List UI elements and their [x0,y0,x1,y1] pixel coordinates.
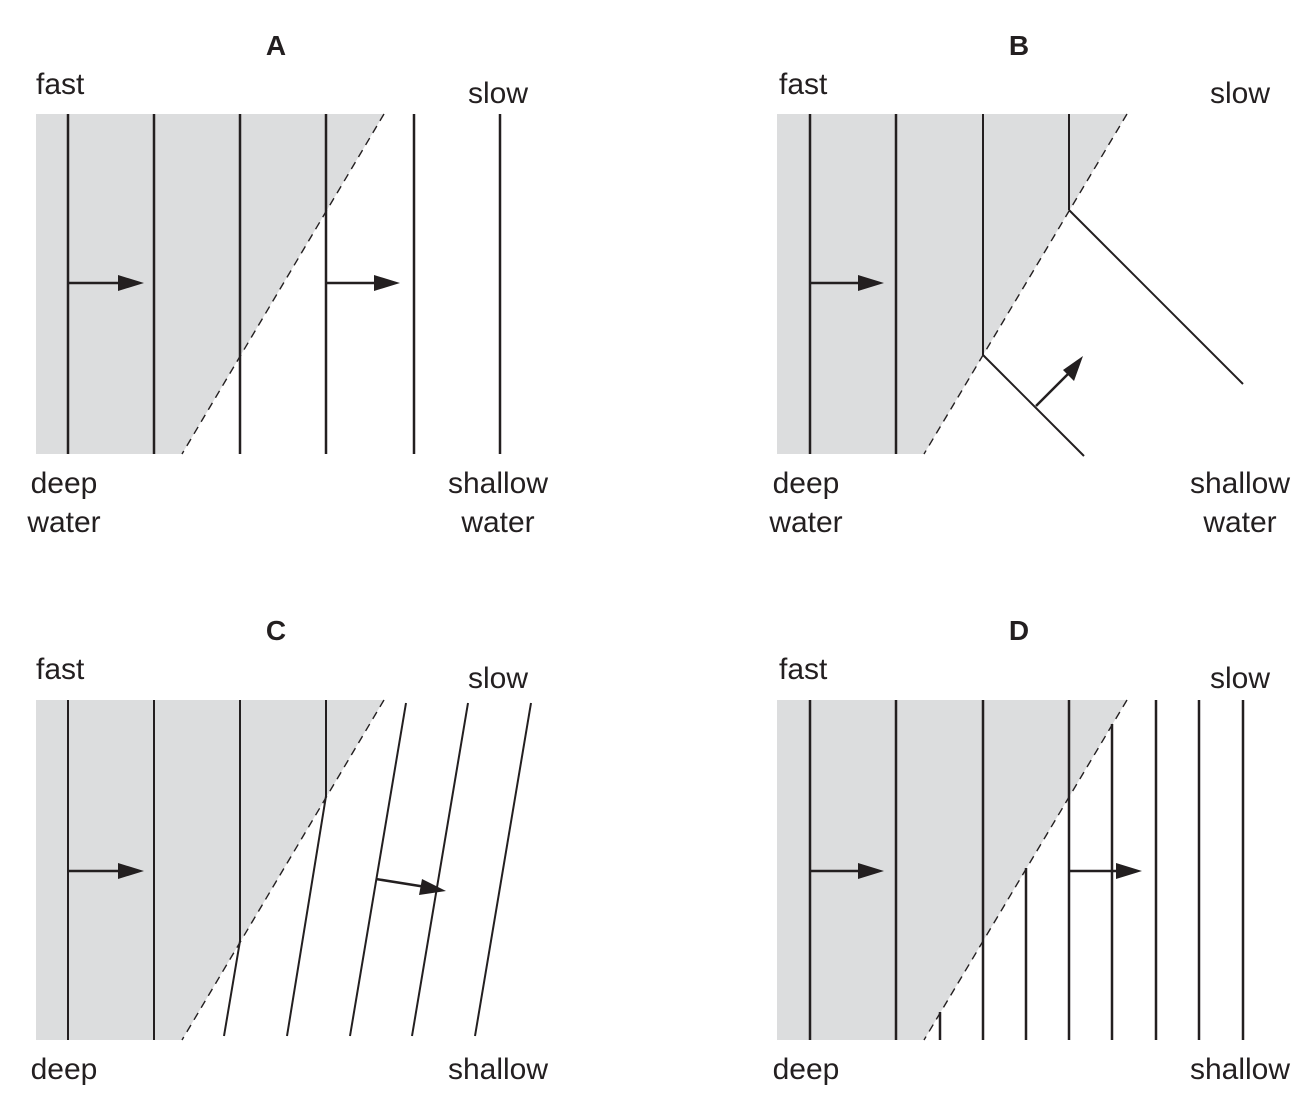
panel-d-title: D [1009,615,1029,646]
panel-c-shallow-label: shallow [448,1053,548,1086]
panel-a-deep-water-region [36,114,384,454]
panel-c-slow-label: slow [468,662,528,695]
panel-b-boundary-line [923,113,1128,455]
panel-c-wavefront-refracted [474,702,532,1037]
panel-b-arrow-shallow [1035,356,1083,407]
panel-d-arrow-shallow [1069,863,1142,879]
panel-a-title: A [266,30,286,61]
panel-b-shallow-label: shallow [1190,467,1290,500]
panel-d-fast-label: fast [779,653,828,686]
panel-b-title: B [1009,30,1029,61]
panel-b-deep-water-region [777,114,1127,454]
panel-b-fast-label: fast [779,68,828,101]
panel-c-fast-label: fast [36,653,85,686]
panel-b-wavefront-refracted [982,354,1085,457]
panel-d-slow-label: slow [1210,662,1270,695]
panel-a-slow-label: slow [468,77,528,110]
panel-c-boundary-line [181,699,385,1041]
panel-b-arrow-deep [810,275,884,291]
panel-a-fast-label: fast [36,68,85,101]
panel-d-arrow-deep [810,863,884,879]
panel-c-arrow-shallow [375,877,446,895]
panel-c-arrow-deep [68,863,144,879]
panel-d: D fast slow deep shallow [773,615,1291,1086]
panel-c-title: C [266,615,286,646]
panel-b-shallow-label-line2: water [1202,506,1276,539]
panel-a: A fast slow deep water shallow water [26,30,548,539]
panel-c-deep-water-region [36,700,384,1040]
panel-b-deep-label: deep [773,467,840,500]
panel-b-deep-label-line2: water [768,506,842,539]
panel-d-shallow-label: shallow [1190,1053,1290,1086]
panel-c-deep-label: deep [31,1053,98,1086]
panel-b: B fast slow deep water shallow water [768,30,1290,539]
panel-c-wavefront-refracted [349,702,407,1037]
panel-d-deep-label: deep [773,1053,840,1086]
panel-a-boundary-line [181,113,385,455]
panel-a-shallow-label-line2: water [460,506,534,539]
panel-b-wavefront-refracted [1068,209,1244,385]
panel-a-arrow-deep [68,275,144,291]
panel-c-wavefront-refracted [223,940,241,1037]
panel-b-slow-label: slow [1210,77,1270,110]
panel-d-deep-water-region [777,700,1127,1040]
panel-c-wavefront-refracted [411,702,469,1037]
panel-a-deep-label: deep [31,467,98,500]
panel-a-deep-label-line2: water [26,506,100,539]
panel-a-shallow-label: shallow [448,467,548,500]
panel-a-arrow-shallow [326,275,400,291]
panel-c-wavefront-refracted [286,795,327,1037]
panel-c: C fast slow deep shallow [31,615,549,1086]
